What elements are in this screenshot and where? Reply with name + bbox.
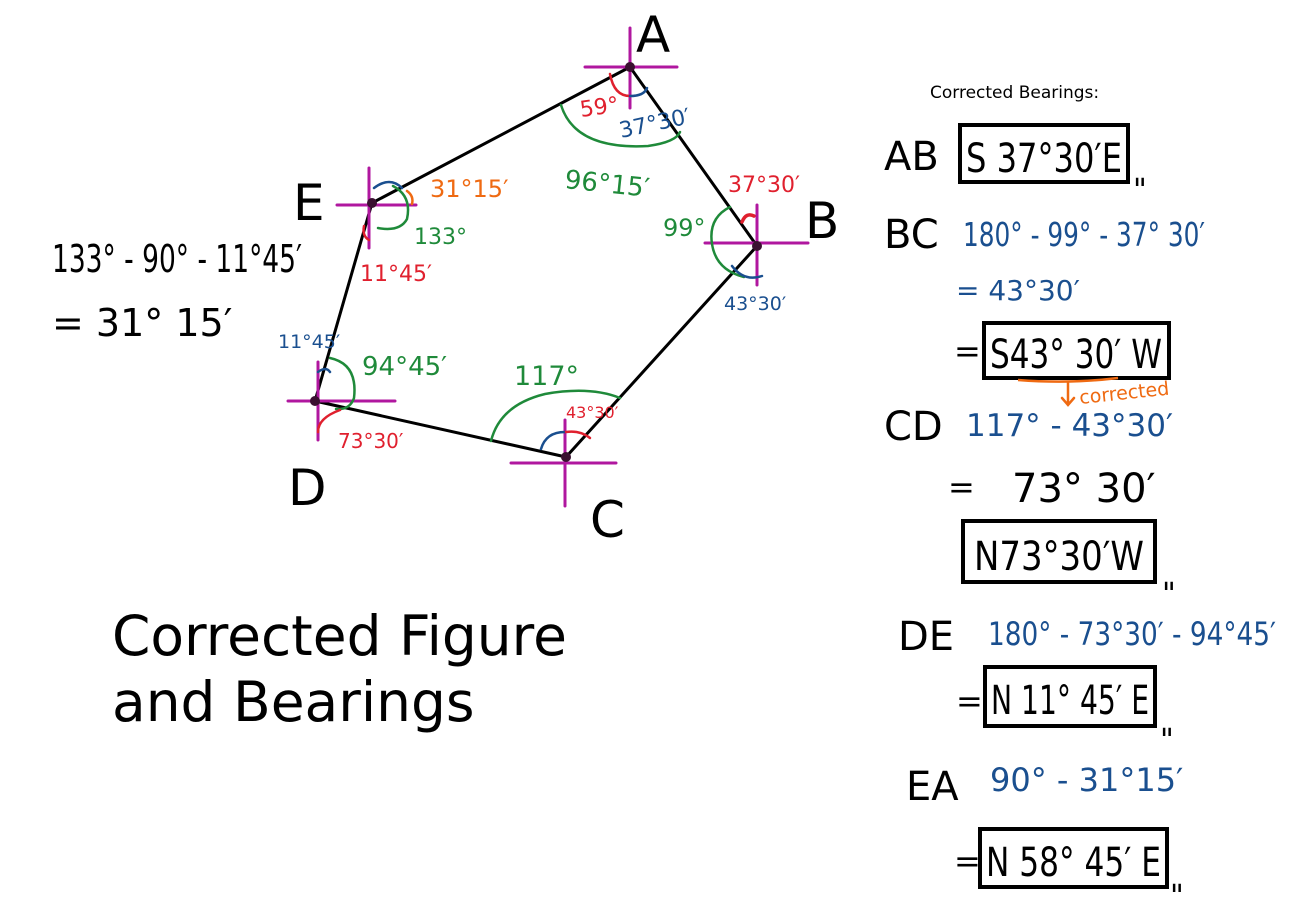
bearing-ea-result: N 58° 45′ E xyxy=(986,840,1161,886)
label-e-orange: 31°15′ xyxy=(430,175,509,203)
vertex-e-label: E xyxy=(293,174,325,232)
bearing-ea-label: EA xyxy=(906,764,959,810)
station-e-point xyxy=(367,198,377,208)
vertex-a-label: A xyxy=(636,6,670,64)
side-calc-line1: 133° - 90° - 11°45′ xyxy=(52,237,302,281)
side-ab xyxy=(628,65,759,248)
label-e-green: 133° xyxy=(414,225,467,250)
bearings-panel: AB S 37°30′E " BC 180° - 99° - 37° 30′ =… xyxy=(884,123,1276,909)
bearing-ab-tick: " xyxy=(1133,173,1147,208)
bearing-bc-calc: 180° - 99° - 37° 30′ xyxy=(963,215,1205,254)
label-a-exterior: 96°15′ xyxy=(563,165,651,204)
bearing-de-tick: " xyxy=(1160,723,1174,758)
arc-e-orange xyxy=(405,189,414,206)
side-ea xyxy=(370,65,632,205)
side-calculation: 133° - 90° - 11°45′ = 31° 15′ xyxy=(52,237,302,345)
bearing-bc-box xyxy=(982,321,1171,380)
bearings-heading: Corrected Bearings: xyxy=(930,83,1100,103)
side-bc xyxy=(564,244,759,459)
arc-a-exterior xyxy=(559,103,682,148)
bearing-ab-label: AB xyxy=(884,134,939,180)
bearing-cd-result: N73°30′W xyxy=(974,534,1144,580)
arc-a-interior xyxy=(608,72,632,98)
bearing-de-equals: = xyxy=(956,682,983,720)
figure-angle-labels: 59° 37°30′ 96°15′ 37°30′ 99° 43°30′ 117°… xyxy=(278,93,800,453)
bearing-bc-equals: = xyxy=(954,332,981,370)
station-b-point xyxy=(752,241,762,251)
bearing-cd-box xyxy=(961,519,1157,584)
arc-b-bearing xyxy=(740,213,756,224)
station-a-point xyxy=(625,62,635,72)
bearing-cd-calc: 117° - 43°30′ xyxy=(966,408,1173,444)
arc-e-top xyxy=(372,180,404,190)
label-c-bearing: 43°30′ xyxy=(566,403,619,422)
station-c-point xyxy=(561,452,571,462)
label-d-lower: 73°30′ xyxy=(338,429,404,453)
bearing-ea-calc: 90° - 31°15′ xyxy=(990,761,1183,799)
bearing-ea-equals: = xyxy=(954,842,981,880)
angle-arcs xyxy=(316,72,764,451)
station-e-cross xyxy=(335,166,418,250)
arc-e-green xyxy=(376,184,410,231)
label-b-interior: 99° xyxy=(663,214,706,242)
label-e-red: 11°45′ xyxy=(360,262,432,287)
vertex-d-label: D xyxy=(288,459,327,517)
figure-title: Corrected Figure and Bearings xyxy=(112,603,672,735)
bearing-ab-result: S 37°30′E xyxy=(966,136,1122,182)
bearing-bc-note: corrected xyxy=(1078,378,1170,409)
arc-d-upper xyxy=(316,367,332,374)
figure-title-line1: Corrected Figure xyxy=(112,604,567,668)
arrow-down-icon xyxy=(1060,380,1076,407)
side-cd xyxy=(313,399,568,459)
label-d-interior: 94°45′ xyxy=(362,352,447,382)
bearing-bc-eq: = 43°30′ xyxy=(956,274,1080,307)
bearing-bc-result: S43° 30′ W xyxy=(990,332,1162,378)
bearing-cd-eq: 73° 30′ xyxy=(1012,466,1156,512)
bearing-ab-box xyxy=(958,123,1130,184)
label-d-upper: 11°45′ xyxy=(278,331,340,353)
station-c-cross xyxy=(509,418,618,508)
bearing-cd-equals: = xyxy=(948,468,975,506)
arc-e-red xyxy=(362,224,371,242)
arc-d-interior xyxy=(328,356,356,411)
arc-b-lower xyxy=(730,264,764,279)
bearing-de-box xyxy=(983,665,1157,728)
bearing-de-calc: 180° - 73°30′ - 94°45′ xyxy=(988,615,1276,653)
figure-title-line2: and Bearings xyxy=(112,670,475,734)
vertex-labels: A B C D E xyxy=(288,6,839,549)
bearing-ea-tick: " xyxy=(1170,879,1184,909)
arc-b-interior xyxy=(710,205,746,279)
label-c-exterior: 117° xyxy=(514,361,579,392)
bearing-de-result: N 11° 45′ E xyxy=(991,678,1149,724)
vertex-b-label: B xyxy=(805,192,839,250)
side-calc-line2: = 31° 15′ xyxy=(52,301,232,345)
label-a-interior: 59° xyxy=(578,93,620,123)
label-b-lower: 43°30′ xyxy=(724,293,786,315)
bearing-ea-box xyxy=(978,827,1169,889)
station-d-point xyxy=(310,396,320,406)
station-points xyxy=(310,62,762,462)
arc-c-bearing xyxy=(539,430,567,451)
bearing-cd-tick: " xyxy=(1162,577,1176,612)
bearing-bc-label: BC xyxy=(884,212,939,258)
arc-c-exterior xyxy=(489,389,622,443)
arc-d-lower xyxy=(316,408,342,434)
vertex-c-label: C xyxy=(590,491,625,549)
bearing-de-label: DE xyxy=(898,614,954,660)
bearing-cd-label: CD xyxy=(884,404,943,450)
arc-a-bearing xyxy=(628,86,649,98)
label-b-bearing: 37°30′ xyxy=(728,173,800,198)
arc-c-red xyxy=(564,430,592,440)
